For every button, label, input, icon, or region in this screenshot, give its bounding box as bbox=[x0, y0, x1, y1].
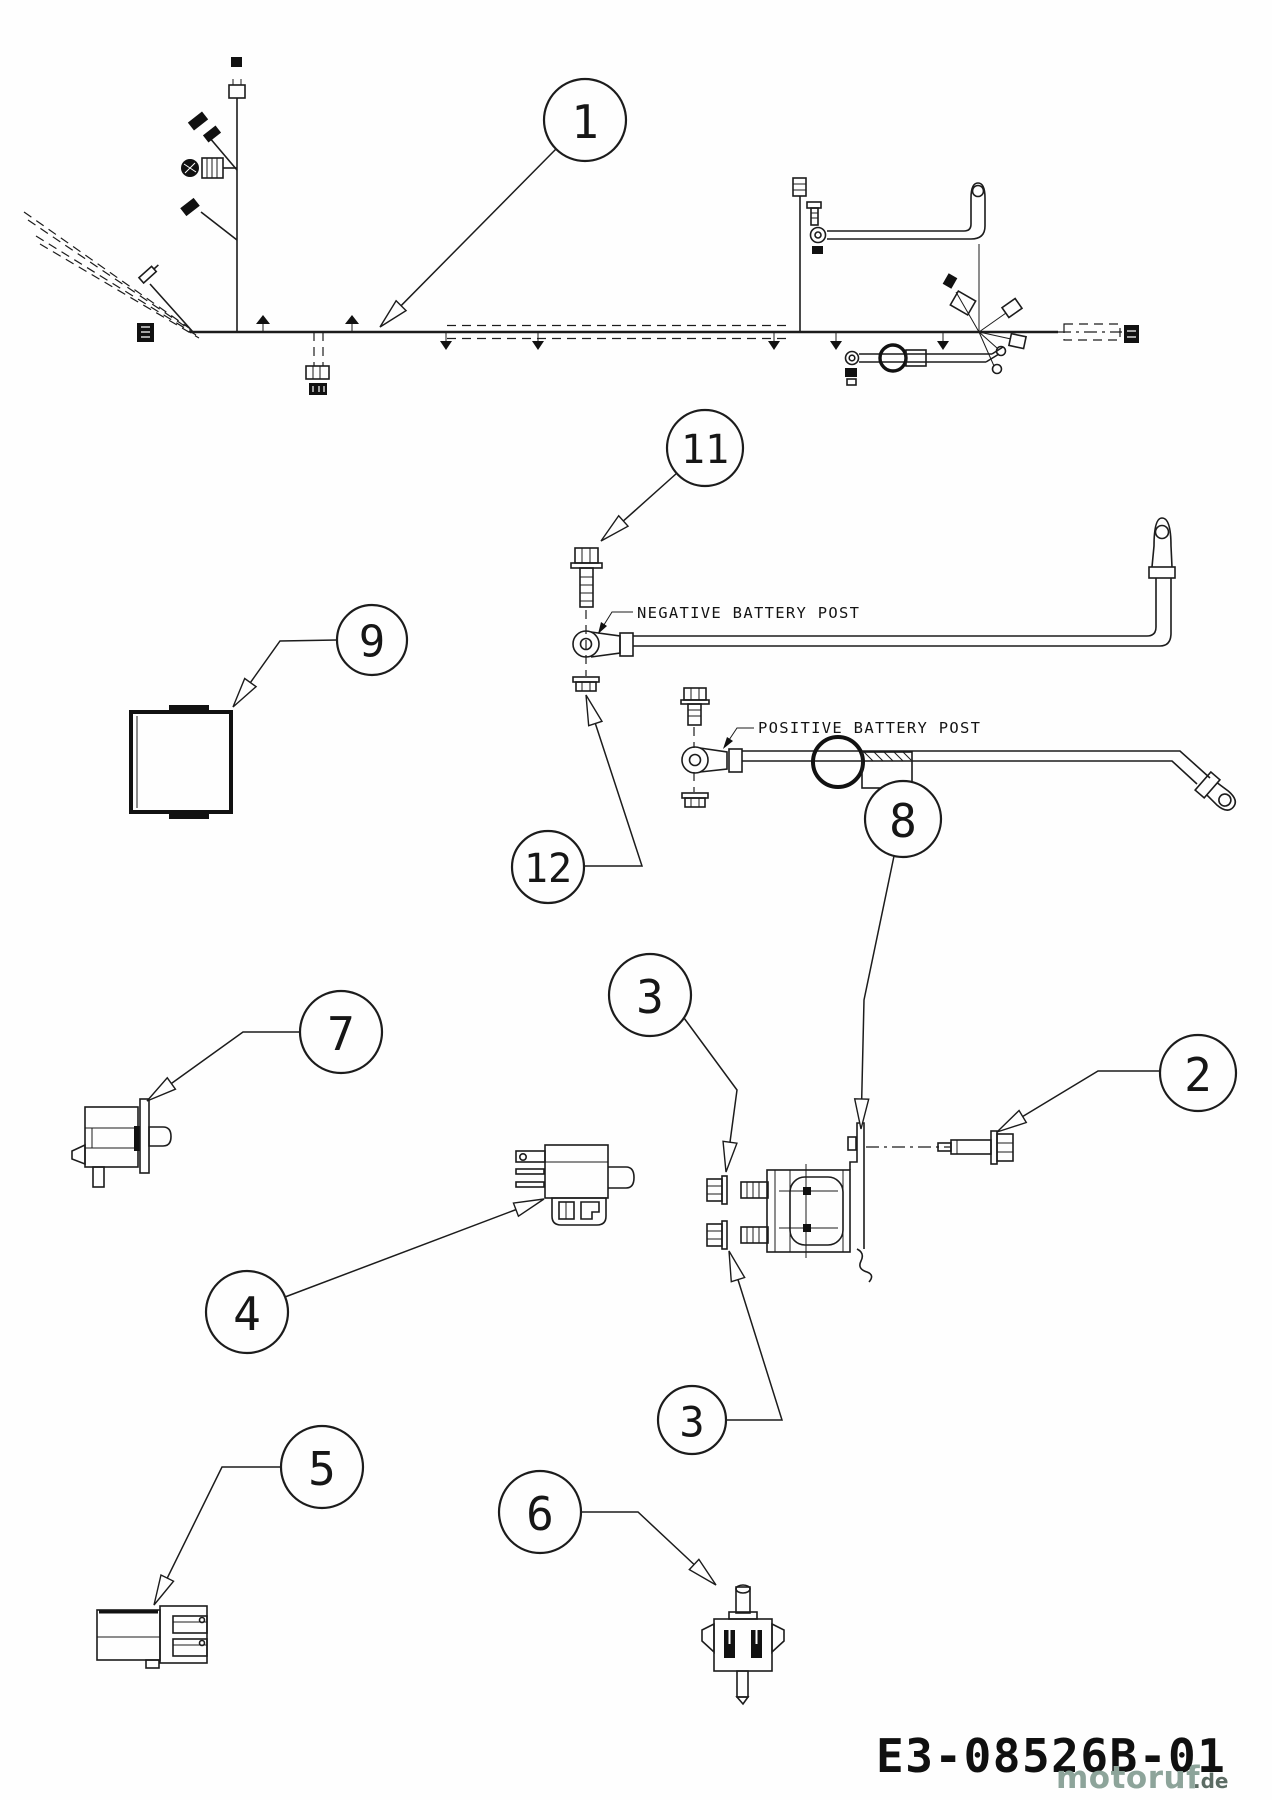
callout-number: 9 bbox=[359, 617, 386, 668]
watermark-tld: .de bbox=[1193, 1769, 1228, 1793]
callout-number: 11 bbox=[681, 427, 729, 473]
negative-label-arrow bbox=[598, 622, 607, 634]
positive-label-arrow bbox=[723, 737, 733, 749]
callout-number: 1 bbox=[571, 95, 599, 149]
starter-solenoid bbox=[706, 1122, 950, 1283]
callout-arrow bbox=[996, 1109, 1028, 1133]
callout-arrow bbox=[585, 694, 604, 727]
callout-circle bbox=[607, 952, 693, 1038]
switch-plunger bbox=[148, 1126, 172, 1147]
callout-circle bbox=[335, 603, 409, 677]
relay bbox=[515, 1144, 635, 1226]
callout-3: 3 bbox=[656, 1250, 784, 1456]
callout-3: 3 bbox=[607, 952, 738, 1173]
callout-circle bbox=[542, 77, 628, 163]
callout-8: 8 bbox=[853, 779, 943, 1130]
callout-number: 6 bbox=[526, 1487, 554, 1541]
callout-number: 2 bbox=[1184, 1048, 1212, 1102]
callout-arrow bbox=[600, 514, 630, 542]
watermark-name: motoruf bbox=[1056, 1760, 1200, 1796]
harness-lead-fanout bbox=[942, 244, 1028, 375]
callout-circle bbox=[510, 829, 586, 905]
drawing-part-code: E3-08526B-01 bbox=[876, 1729, 1226, 1783]
interlock-switch-side bbox=[71, 1098, 172, 1188]
plunger-switch bbox=[701, 1584, 785, 1706]
callout-circle bbox=[1158, 1033, 1238, 1113]
callout-arrow bbox=[722, 1140, 738, 1173]
wiring-harness bbox=[23, 57, 1139, 395]
callout-number: 3 bbox=[636, 970, 664, 1024]
callout-number: 3 bbox=[679, 1398, 704, 1447]
callout-arrow bbox=[688, 1558, 717, 1586]
callout-arrow bbox=[853, 1098, 870, 1130]
lower-jumper-lead bbox=[844, 343, 1004, 386]
callout-arrow bbox=[146, 1076, 177, 1102]
callout-circle bbox=[497, 1469, 583, 1555]
callout-number: 8 bbox=[889, 794, 917, 848]
callout-6: 6 bbox=[497, 1469, 717, 1586]
callout-circle bbox=[863, 779, 943, 859]
callout-4: 4 bbox=[204, 1198, 545, 1355]
negative-battery-cable bbox=[570, 517, 1176, 692]
harness-pin-connector bbox=[137, 264, 159, 285]
callout-circle bbox=[204, 1269, 290, 1355]
callout-arrow bbox=[232, 677, 258, 708]
harness-top-connector bbox=[231, 57, 242, 67]
harness-clips bbox=[256, 315, 949, 350]
callout-circle bbox=[298, 989, 384, 1075]
callout-9: 9 bbox=[232, 603, 409, 708]
mount-bolt bbox=[937, 1130, 1014, 1165]
callout-7: 7 bbox=[146, 989, 384, 1102]
callout-number: 12 bbox=[524, 846, 572, 892]
positive-battery-post-label: POSITIVE BATTERY POST bbox=[758, 719, 981, 737]
callout-5: 5 bbox=[153, 1424, 365, 1606]
battery-post-labels: NEGATIVE BATTERY POST POSITIVE BATTERY P… bbox=[598, 604, 981, 749]
callout-circle bbox=[665, 408, 745, 488]
callout-number: 5 bbox=[308, 1442, 336, 1496]
callout-arrow bbox=[379, 299, 408, 328]
callout-number: 7 bbox=[327, 1007, 355, 1061]
positive-battery-cable bbox=[680, 687, 1237, 811]
callout-number: 4 bbox=[233, 1287, 261, 1341]
negative-battery-post-label: NEGATIVE BATTERY POST bbox=[637, 604, 860, 622]
callout-circle bbox=[279, 1424, 365, 1510]
callout-arrow bbox=[728, 1250, 746, 1283]
callout-1: 1 bbox=[379, 77, 628, 328]
ground-jumper-cable bbox=[809, 182, 986, 244]
callout-arrow bbox=[153, 1573, 175, 1606]
callout-11: 11 bbox=[600, 408, 745, 542]
callout-12: 12 bbox=[510, 694, 644, 905]
callout-2: 2 bbox=[996, 1033, 1238, 1133]
callout-circle bbox=[656, 1384, 728, 1456]
cover-part bbox=[129, 705, 233, 819]
callout-arrow bbox=[512, 1198, 545, 1218]
connector-housing bbox=[96, 1605, 208, 1669]
